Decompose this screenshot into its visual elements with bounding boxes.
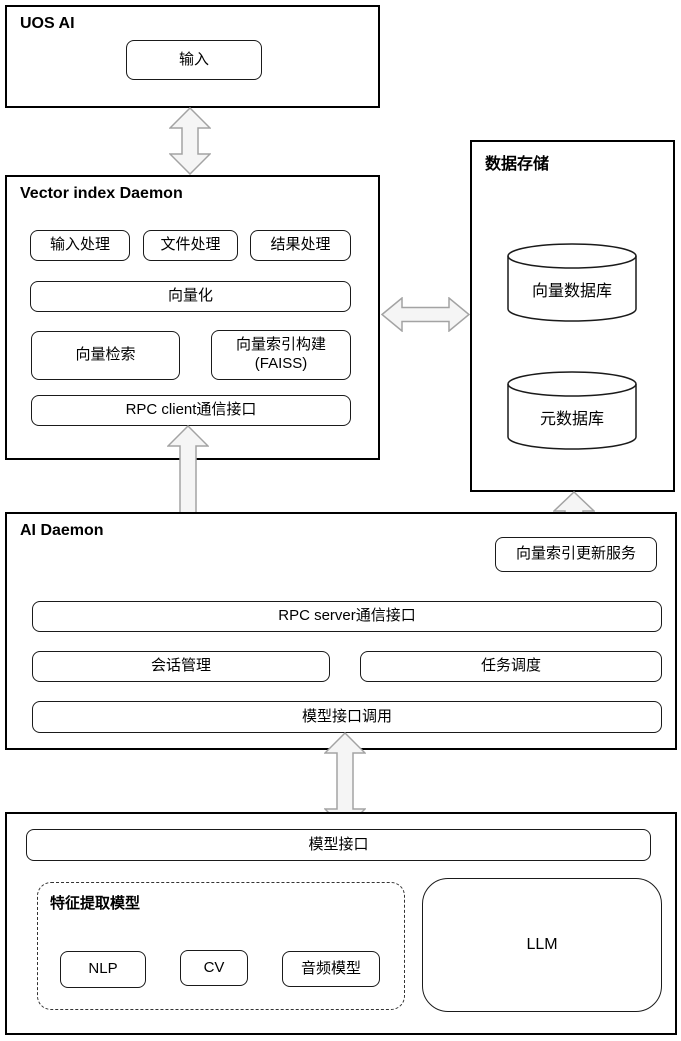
session-management-label: 会话管理 [150, 657, 211, 675]
ai-daemon-title: AI Daemon [20, 522, 104, 539]
meta-db-label: 元数据库 [539, 411, 604, 428]
rpc-server-label: RPC server通信接口 [278, 607, 416, 625]
rpc-client-node: RPC client通信接口 [31, 395, 351, 426]
vector-search-label: 向量检索 [75, 346, 136, 364]
uos-ai-container: UOS AI [5, 5, 380, 108]
vector-index-update-node: 向量索引更新服务 [495, 537, 657, 572]
uos-ai-title: UOS AI [20, 15, 75, 32]
session-management-node: 会话管理 [32, 651, 330, 682]
vector-index-build-label: 向量索引构建 [235, 336, 326, 354]
model-interface-node: 模型接口 [26, 829, 651, 861]
arrow-vectorindex-storage-icon [381, 297, 470, 332]
task-scheduling-label: 任务调度 [480, 657, 541, 675]
cv-label: CV [203, 958, 225, 976]
audio-model-label: 音频模型 [300, 959, 361, 977]
file-processing-label: 文件处理 [160, 236, 221, 254]
vector-index-update-label: 向量索引更新服务 [515, 545, 636, 563]
vectorize-node: 向量化 [30, 281, 351, 312]
input-processing-label: 输入处理 [49, 236, 110, 254]
input-node-label: 输入 [178, 50, 209, 68]
vector-index-build-sublabel: (FAISS) [254, 355, 308, 372]
llm-node: LLM [422, 878, 662, 1012]
cv-node: CV [180, 950, 248, 986]
result-processing-label: 结果处理 [270, 236, 331, 254]
feature-extraction-group: 特征提取模型 [37, 882, 405, 1010]
model-interface-call-node: 模型接口调用 [32, 701, 662, 733]
model-interface-call-label: 模型接口调用 [301, 707, 392, 725]
input-node: 输入 [126, 40, 262, 80]
task-scheduling-node: 任务调度 [360, 651, 662, 682]
vector-db-label: 向量数据库 [531, 283, 612, 300]
rpc-server-node: RPC server通信接口 [32, 601, 662, 632]
arrow-uos-vectorindex-icon [169, 107, 211, 175]
feature-extraction-title: 特征提取模型 [50, 895, 141, 912]
database-cylinder-icon [507, 243, 637, 322]
vector-index-build-node: 向量索引构建 (FAISS) [211, 330, 351, 380]
rpc-client-label: RPC client通信接口 [125, 401, 257, 419]
database-cylinder-icon [507, 371, 637, 450]
vectorize-label: 向量化 [167, 287, 213, 305]
audio-model-node: 音频模型 [282, 951, 380, 987]
nlp-node: NLP [60, 951, 146, 988]
llm-label: LLM [526, 936, 558, 953]
nlp-label: NLP [88, 960, 118, 978]
data-storage-title: 数据存储 [485, 156, 550, 173]
model-interface-label: 模型接口 [308, 835, 369, 853]
vector-index-daemon-title: Vector index Daemon [20, 185, 183, 202]
input-processing-node: 输入处理 [30, 230, 130, 261]
vector-db-cylinder: 向量数据库 [507, 243, 637, 323]
file-processing-node: 文件处理 [143, 230, 238, 261]
result-processing-node: 结果处理 [250, 230, 351, 261]
meta-db-cylinder: 元数据库 [507, 371, 637, 451]
vector-search-node: 向量检索 [31, 331, 180, 380]
